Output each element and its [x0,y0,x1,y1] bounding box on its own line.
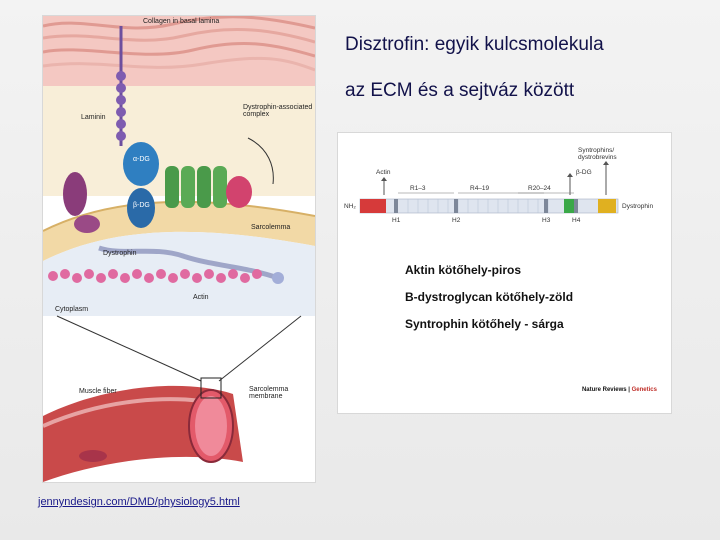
sarcoglycan-2 [181,166,195,208]
schem-label-h3: H3 [542,217,551,224]
legend-dg-site: B-dystroglycan kötőhely-zöld [405,290,574,304]
label-alpha-dg: α-DG [133,156,150,163]
schem-label-r2: R4–19 [470,185,490,192]
schem-label-h4: H4 [572,217,581,224]
label-muscle-fiber: Muscle fiber [79,388,117,395]
source-link[interactable]: jennyndesign.com/DMD/physiology5.html [38,496,240,508]
fiber-cross-section-inner [195,396,227,456]
label-dystrophin-complex: Dystrophin-associated complex [243,104,313,118]
journal-name: Nature Reviews [581,387,627,393]
schem-label-actin: Actin [376,169,391,176]
dystrophin-rod-bar [359,198,619,214]
sarcolemma-membrane [43,201,315,261]
sarcoglycan-1 [165,166,179,208]
zoom-line-right [218,315,302,382]
schem-label-h2: H2 [452,217,461,224]
slide-title-line-2: az ECM és a sejtváz között [345,80,575,101]
muscle-nucleus [79,450,107,462]
zoom-box [200,377,222,399]
schem-label-dystrophin: Dystrophin [622,203,654,210]
laminin-beads [116,71,126,141]
actin-binding-site [360,199,386,213]
illustration-artwork [43,16,315,482]
complex-pointer-arrow [247,137,274,185]
label-cytoplasm: Cytoplasm [55,306,89,313]
dystrophin-complex-illustration: Collagen in basal lamina Laminin Dystrop… [42,15,316,483]
beta-dg-protein [127,188,155,228]
sarcoglycan-4 [213,166,227,208]
collagen-fiber-2 [43,28,315,44]
schem-label-r3: R20–24 [528,185,551,192]
legend-actin-site: Aktin kötőhely-piros [405,263,522,277]
dystrophin-domain-schematic: Actin Syntrophins/ dystrobrevins β-DG NH… [337,132,672,414]
label-beta-dg: β-DG [133,202,150,209]
label-collagen: Collagen in basal lamina [143,18,220,25]
dystrophin-n-terminal [63,172,87,216]
slide-title-line-1: Disztrofin: egyik kulcsmolekula [345,34,604,55]
syntrophin-binding-site [598,199,616,213]
schem-label-syntrophin: Syntrophins/ dystrobrevins [578,147,617,161]
syntrophin-arrowhead [603,161,609,165]
schematic-artwork [359,161,619,214]
collagen-fiber-3 [43,42,315,58]
hinge-h4 [574,199,578,213]
schem-label-nh2: NH₂ [344,203,356,210]
hinge-h1 [394,199,398,213]
actin-filament [48,269,262,283]
schem-label-h1: H1 [392,217,401,224]
dystrophin-segment [74,215,100,233]
label-dystrophin: Dystrophin [103,250,137,257]
zoom-line-left [56,315,202,382]
hinge-h3 [544,199,548,213]
label-laminin: Laminin [81,114,106,121]
hinge-h2 [454,199,458,213]
legend-syntrophin-site: Syntrophin kötőhely - sárga [405,317,564,331]
dystrophin-c-terminal [272,272,284,284]
alpha-dg-protein [123,142,159,186]
label-sarcolemma: Sarcolemma [251,224,291,231]
journal-credit: Nature Reviews | Genetics [581,387,657,393]
collagen-fiber-4 [43,56,315,72]
label-sarcolemma-membrane: Sarcolemma membrane [249,386,289,400]
dystrophin-rod [98,245,279,281]
beta-dg-arrowhead [567,173,573,177]
beta-dg-binding-site [564,199,574,213]
actin-arrowhead [381,177,387,181]
journal-section: Genetics [631,387,657,393]
sarcoglycan-3 [197,166,211,208]
sarcospan-protein [226,176,252,208]
schem-label-beta-dg: β-DG [576,169,592,176]
schem-label-r1: R1–3 [410,185,426,192]
collagen-fiber-1 [43,16,315,30]
label-actin: Actin [193,294,209,301]
